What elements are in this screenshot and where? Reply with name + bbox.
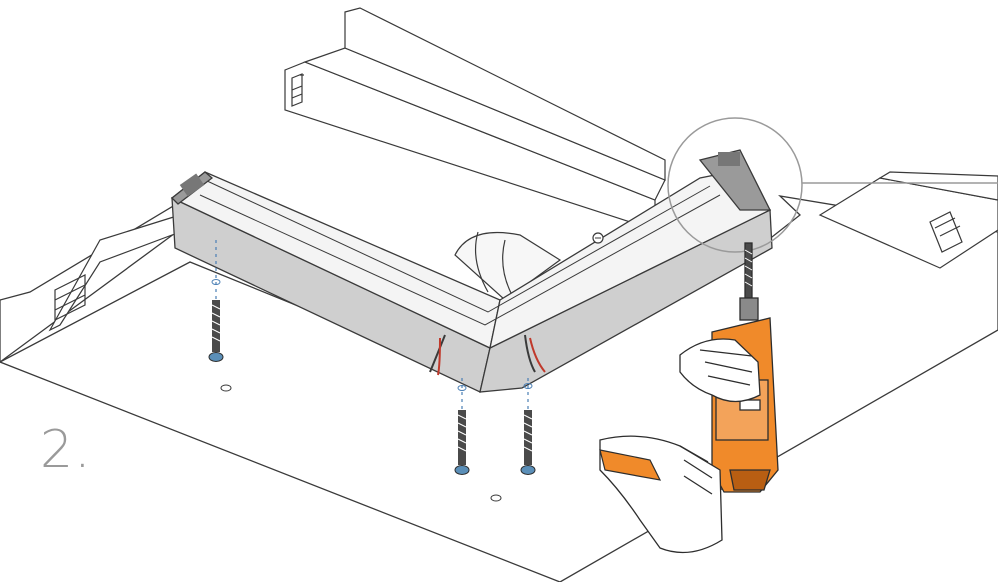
screw-icon <box>454 410 470 475</box>
light-tube <box>454 231 562 301</box>
ceiling-joist-right <box>818 171 998 269</box>
ceiling-joist-left <box>284 7 666 231</box>
magnifier-circle-icon <box>667 117 998 253</box>
ceiling-hole-icon <box>220 384 502 502</box>
profile-screw-icon <box>592 232 604 244</box>
step-number: 2. <box>40 420 92 480</box>
power-wires <box>429 334 546 376</box>
hand-icon <box>679 338 761 403</box>
screw-icon <box>520 410 536 475</box>
screw-guide-2 <box>457 378 467 410</box>
screw-guide-3 <box>523 378 533 410</box>
drill-handle-icon <box>599 449 662 481</box>
screw-icon <box>208 300 224 362</box>
screw-guide-1 <box>211 240 221 300</box>
corner-profile <box>170 149 773 393</box>
